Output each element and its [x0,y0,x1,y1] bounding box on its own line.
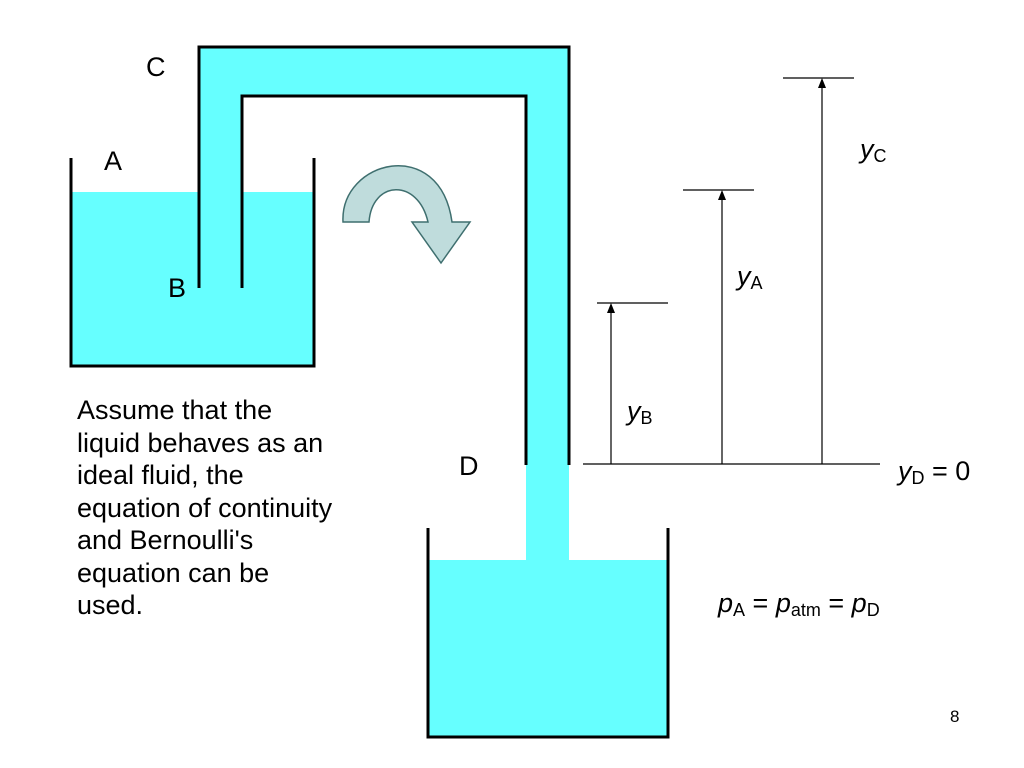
point-label-a: A [104,146,122,176]
yA-arrowhead [718,190,726,200]
height-label-yb: yB [625,396,653,428]
explanation-text: Assume that the liquid behaves as an ide… [77,395,333,620]
page-number: 8 [950,707,960,726]
yC-arrowhead [818,78,826,88]
point-label-d: D [459,451,479,481]
point-label-c: C [146,52,166,82]
siphon-tube-outer-wall [197,45,571,465]
point-label-b: B [168,273,186,303]
lower-reservoir-walls [426,528,670,739]
height-label-yd: yD = 0 [896,456,970,488]
curved-arrow-clockwise-icon [342,165,472,265]
lower-reservoir-liquid [428,560,668,737]
pressure-equation: pA = patm = pD [717,588,880,620]
height-label-yc: yC [858,134,887,166]
yB-arrowhead [607,303,615,313]
upper-reservoir-liquid [71,192,314,366]
siphon-tube-liquid [199,47,569,562]
height-label-ya: yA [735,261,763,293]
upper-reservoir-walls [69,158,316,368]
siphon-tube-inner-wall [240,94,528,465]
